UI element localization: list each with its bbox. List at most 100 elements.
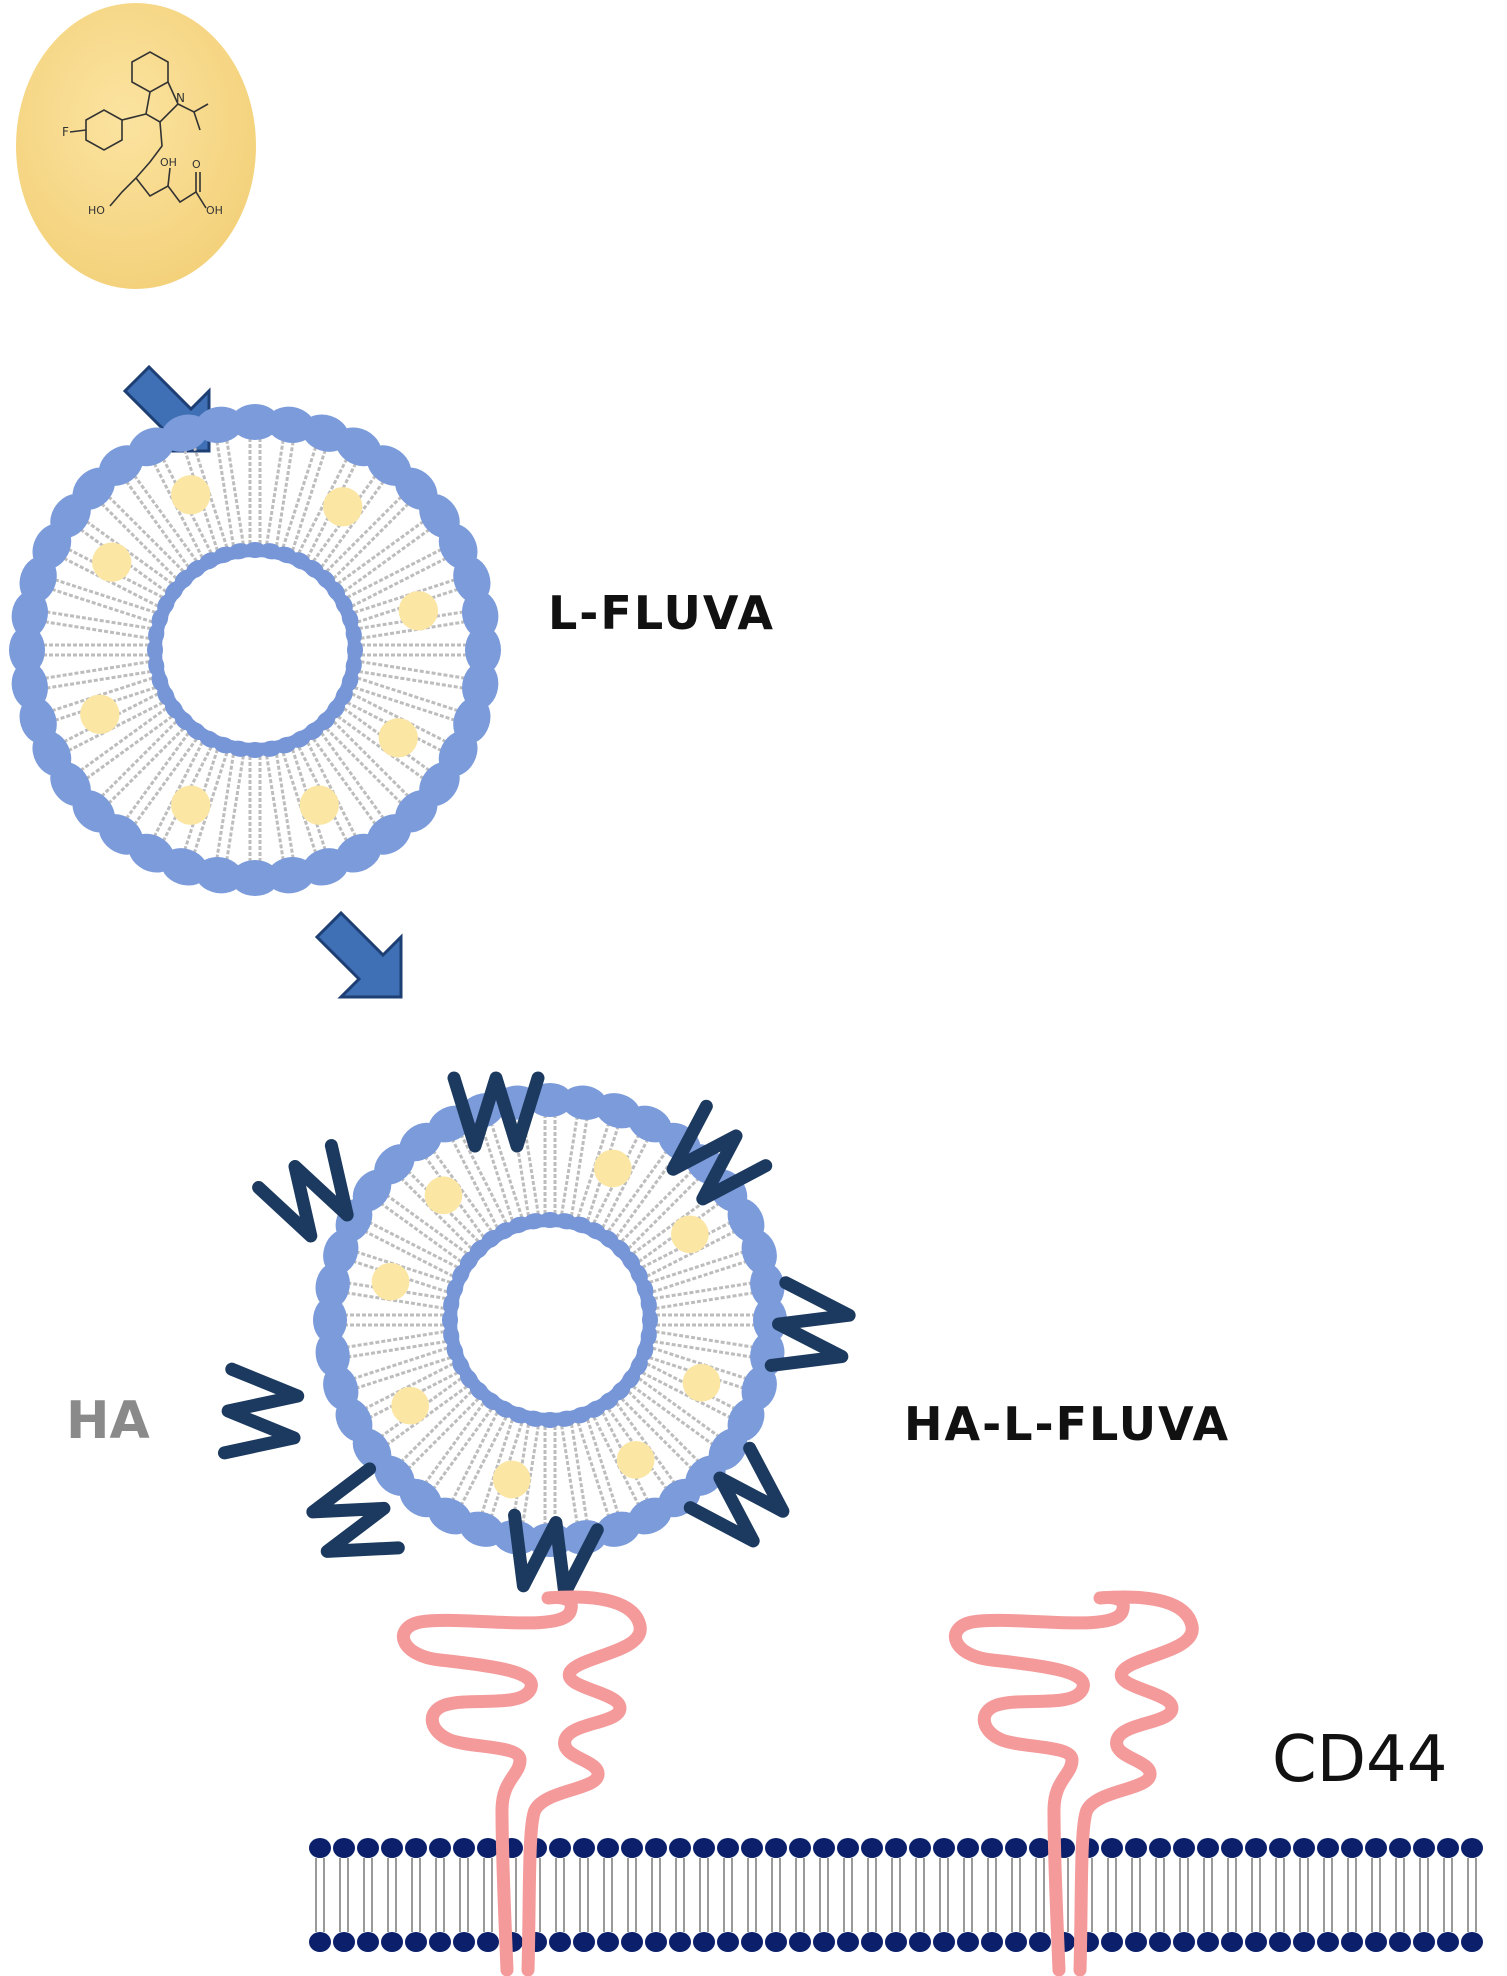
lipid-tail <box>122 476 190 569</box>
ha-chain <box>252 1139 354 1243</box>
lipid-tail <box>560 1425 580 1529</box>
lipid-tail <box>346 545 447 599</box>
drug-molecule <box>323 487 363 527</box>
lipid-tail <box>275 436 296 547</box>
label-l-fluva: L-FLUVA <box>548 586 775 640</box>
drug-molecule <box>424 1176 463 1215</box>
fluvastatin-molecule: F N HO OH O OH <box>16 3 256 289</box>
membrane-head <box>1317 1932 1339 1952</box>
membrane-head <box>1029 1932 1051 1952</box>
drug-molecule <box>593 1149 632 1188</box>
membrane-head <box>1413 1932 1435 1952</box>
membrane-head <box>957 1838 979 1858</box>
membrane-head <box>1365 1932 1387 1952</box>
lipid-tail <box>637 1377 724 1441</box>
lipid-tail <box>351 554 452 608</box>
lipid-tail <box>130 737 198 830</box>
lipid-tail <box>103 727 185 809</box>
atom-ho: HO <box>88 204 105 217</box>
membrane-head <box>981 1932 1003 1952</box>
membrane-head <box>429 1838 451 1858</box>
drug-molecule <box>670 1215 709 1254</box>
lipid-tail <box>348 1346 449 1382</box>
membrane-head <box>1365 1838 1387 1858</box>
membrane-head <box>1461 1838 1483 1858</box>
membrane-head <box>1389 1838 1411 1858</box>
membrane-head <box>1149 1932 1171 1952</box>
membrane-head <box>669 1838 691 1858</box>
lipid-tail <box>653 1280 757 1300</box>
lipid-head <box>231 404 279 440</box>
lipid-tail <box>358 670 469 691</box>
drug-molecule <box>92 542 132 582</box>
membrane-head <box>549 1838 571 1858</box>
drug-molecule <box>492 1460 531 1499</box>
membrane-head <box>453 1932 475 1952</box>
lipid-tail <box>382 1191 469 1255</box>
membrane-head <box>741 1932 763 1952</box>
membrane-head <box>453 1838 475 1858</box>
membrane-head <box>1197 1838 1219 1858</box>
membrane-head <box>333 1932 355 1952</box>
ha-chain <box>683 1441 790 1548</box>
lipid-tail <box>291 444 329 552</box>
lipid-tail <box>351 1356 452 1392</box>
membrane-head <box>357 1838 379 1858</box>
membrane-head <box>1029 1838 1051 1858</box>
cell-membrane <box>309 1838 1483 1952</box>
membrane-head <box>597 1932 619 1952</box>
lipid-tail <box>404 1397 480 1473</box>
membrane-head <box>1101 1838 1123 1858</box>
ha-chain <box>306 1462 405 1558</box>
membrane-head <box>1125 1838 1147 1858</box>
ha-chain <box>217 1362 305 1460</box>
membrane-head <box>1269 1932 1291 1952</box>
drug-molecule <box>682 1363 721 1402</box>
membrane-head <box>309 1932 331 1952</box>
membrane-head <box>669 1932 691 1952</box>
lipid-tail <box>627 1390 703 1466</box>
lipid-tail <box>325 727 407 809</box>
lipid-tail <box>46 586 154 624</box>
membrane-head <box>1269 1838 1291 1858</box>
lipid-tail <box>655 1290 759 1310</box>
ha-chain <box>447 1071 545 1153</box>
lipid-tail <box>448 1134 499 1229</box>
lipid-tail <box>586 1418 622 1519</box>
lipid-tail <box>343 1340 447 1360</box>
lipid-head <box>561 1085 608 1120</box>
lipid-tail <box>620 1167 696 1243</box>
membrane-head <box>885 1932 907 1952</box>
lipid-tail <box>631 1385 718 1449</box>
lipid-tail <box>214 436 235 547</box>
lipid-tail <box>332 498 414 580</box>
membrane-head <box>909 1838 931 1858</box>
lipid-tail <box>332 720 414 802</box>
membrane-head <box>909 1932 931 1952</box>
membrane-head <box>765 1838 787 1858</box>
inner-leaflet <box>451 1221 649 1419</box>
lipid-tail <box>122 731 190 824</box>
lipid-tail <box>39 660 150 681</box>
lipid-head <box>753 1297 787 1343</box>
cd44-receptor-right <box>949 1590 1199 1976</box>
membrane-head <box>1293 1932 1315 1952</box>
lipid-tail <box>265 755 286 866</box>
drug-molecule <box>371 1262 410 1301</box>
membrane-head <box>333 1838 355 1858</box>
membrane-head <box>933 1838 955 1858</box>
lipid-tail <box>224 434 245 545</box>
lipid-tail <box>364 1218 459 1269</box>
membrane-head <box>1341 1932 1363 1952</box>
membrane-head <box>1173 1838 1195 1858</box>
lipid-head <box>266 857 315 894</box>
lipid-head <box>195 406 244 443</box>
lipid-tail <box>457 1130 508 1224</box>
membrane-head <box>1245 1932 1267 1952</box>
lipid-tail <box>570 1423 590 1527</box>
lipid-tail <box>275 753 296 864</box>
liposome-core <box>164 559 346 741</box>
membrane-head <box>789 1838 811 1858</box>
lipid-tail <box>360 1227 454 1278</box>
lipid-tail <box>627 1174 703 1250</box>
